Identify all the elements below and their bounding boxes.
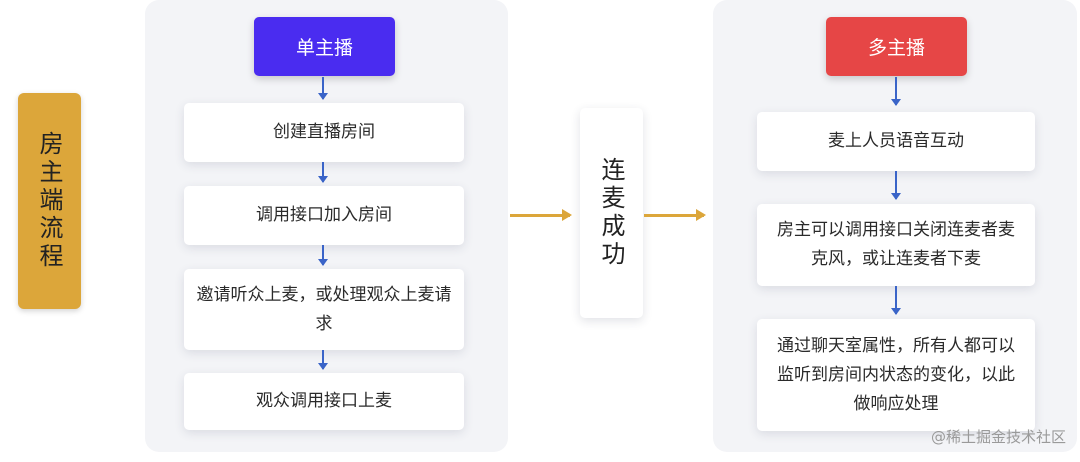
step-card: 观众调用接口上麦 [184,373,464,430]
link-success-text: 连麦成功 [597,157,625,269]
flow-side-label-text: 房主端流程 [35,131,63,271]
step-card: 麦上人员语音互动 [757,112,1035,171]
link-success-card: 连麦成功 [580,108,643,318]
step-card: 邀请听众上麦，或处理观众上麦请求 [184,269,464,350]
flow-side-label: 房主端流程 [18,93,81,309]
step-card: 调用接口加入房间 [184,186,464,245]
step-card: 创建直播房间 [184,103,464,162]
arrow-right [644,209,706,221]
step-card: 通过聊天室属性，所有人都可以监听到房间内状态的变化，以此做响应处理 [757,319,1035,431]
step-card: 房主可以调用接口关闭连麦者麦克风，或让连麦者下麦 [757,204,1035,286]
arrow-down [891,286,901,315]
single-host-header: 单主播 [254,17,395,76]
arrow-down [891,171,901,200]
watermark: @稀土掘金技术社区 [930,428,1066,446]
multi-host-header: 多主播 [826,17,967,76]
arrow-right [510,209,572,221]
arrow-down [891,77,901,106]
arrow-down [318,245,328,266]
arrow-down [318,350,328,370]
arrow-down [318,77,328,100]
arrow-down [318,162,328,183]
